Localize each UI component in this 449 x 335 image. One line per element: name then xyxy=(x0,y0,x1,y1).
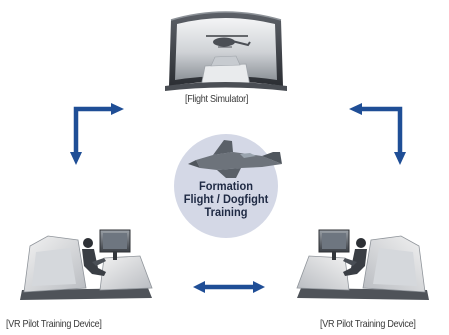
center-label-line-1: Formation xyxy=(199,179,253,193)
arrow-top-right xyxy=(349,103,406,165)
vr-device-right-caption: [VR Pilot Training Device] xyxy=(320,318,416,330)
vr-device-left-caption: [VR Pilot Training Device] xyxy=(6,318,102,330)
helicopter-image xyxy=(206,35,251,48)
center-label: Formation Flight / Dogfight Training xyxy=(180,180,272,219)
arrow-bottom-bidirectional xyxy=(193,281,265,293)
flight-simulator-image xyxy=(165,11,287,91)
vr-device-right-image xyxy=(296,229,429,300)
training-hub xyxy=(174,134,282,238)
arrow-top-left xyxy=(70,103,124,165)
flow-arrows xyxy=(70,103,406,293)
center-label-line-3: Training xyxy=(204,205,248,219)
vr-device-left-image xyxy=(20,229,153,300)
fighter-jet-icon xyxy=(188,140,282,178)
flight-simulator-caption: [Flight Simulator] xyxy=(185,93,249,105)
center-label-line-2: Flight / Dogfight xyxy=(183,192,269,206)
